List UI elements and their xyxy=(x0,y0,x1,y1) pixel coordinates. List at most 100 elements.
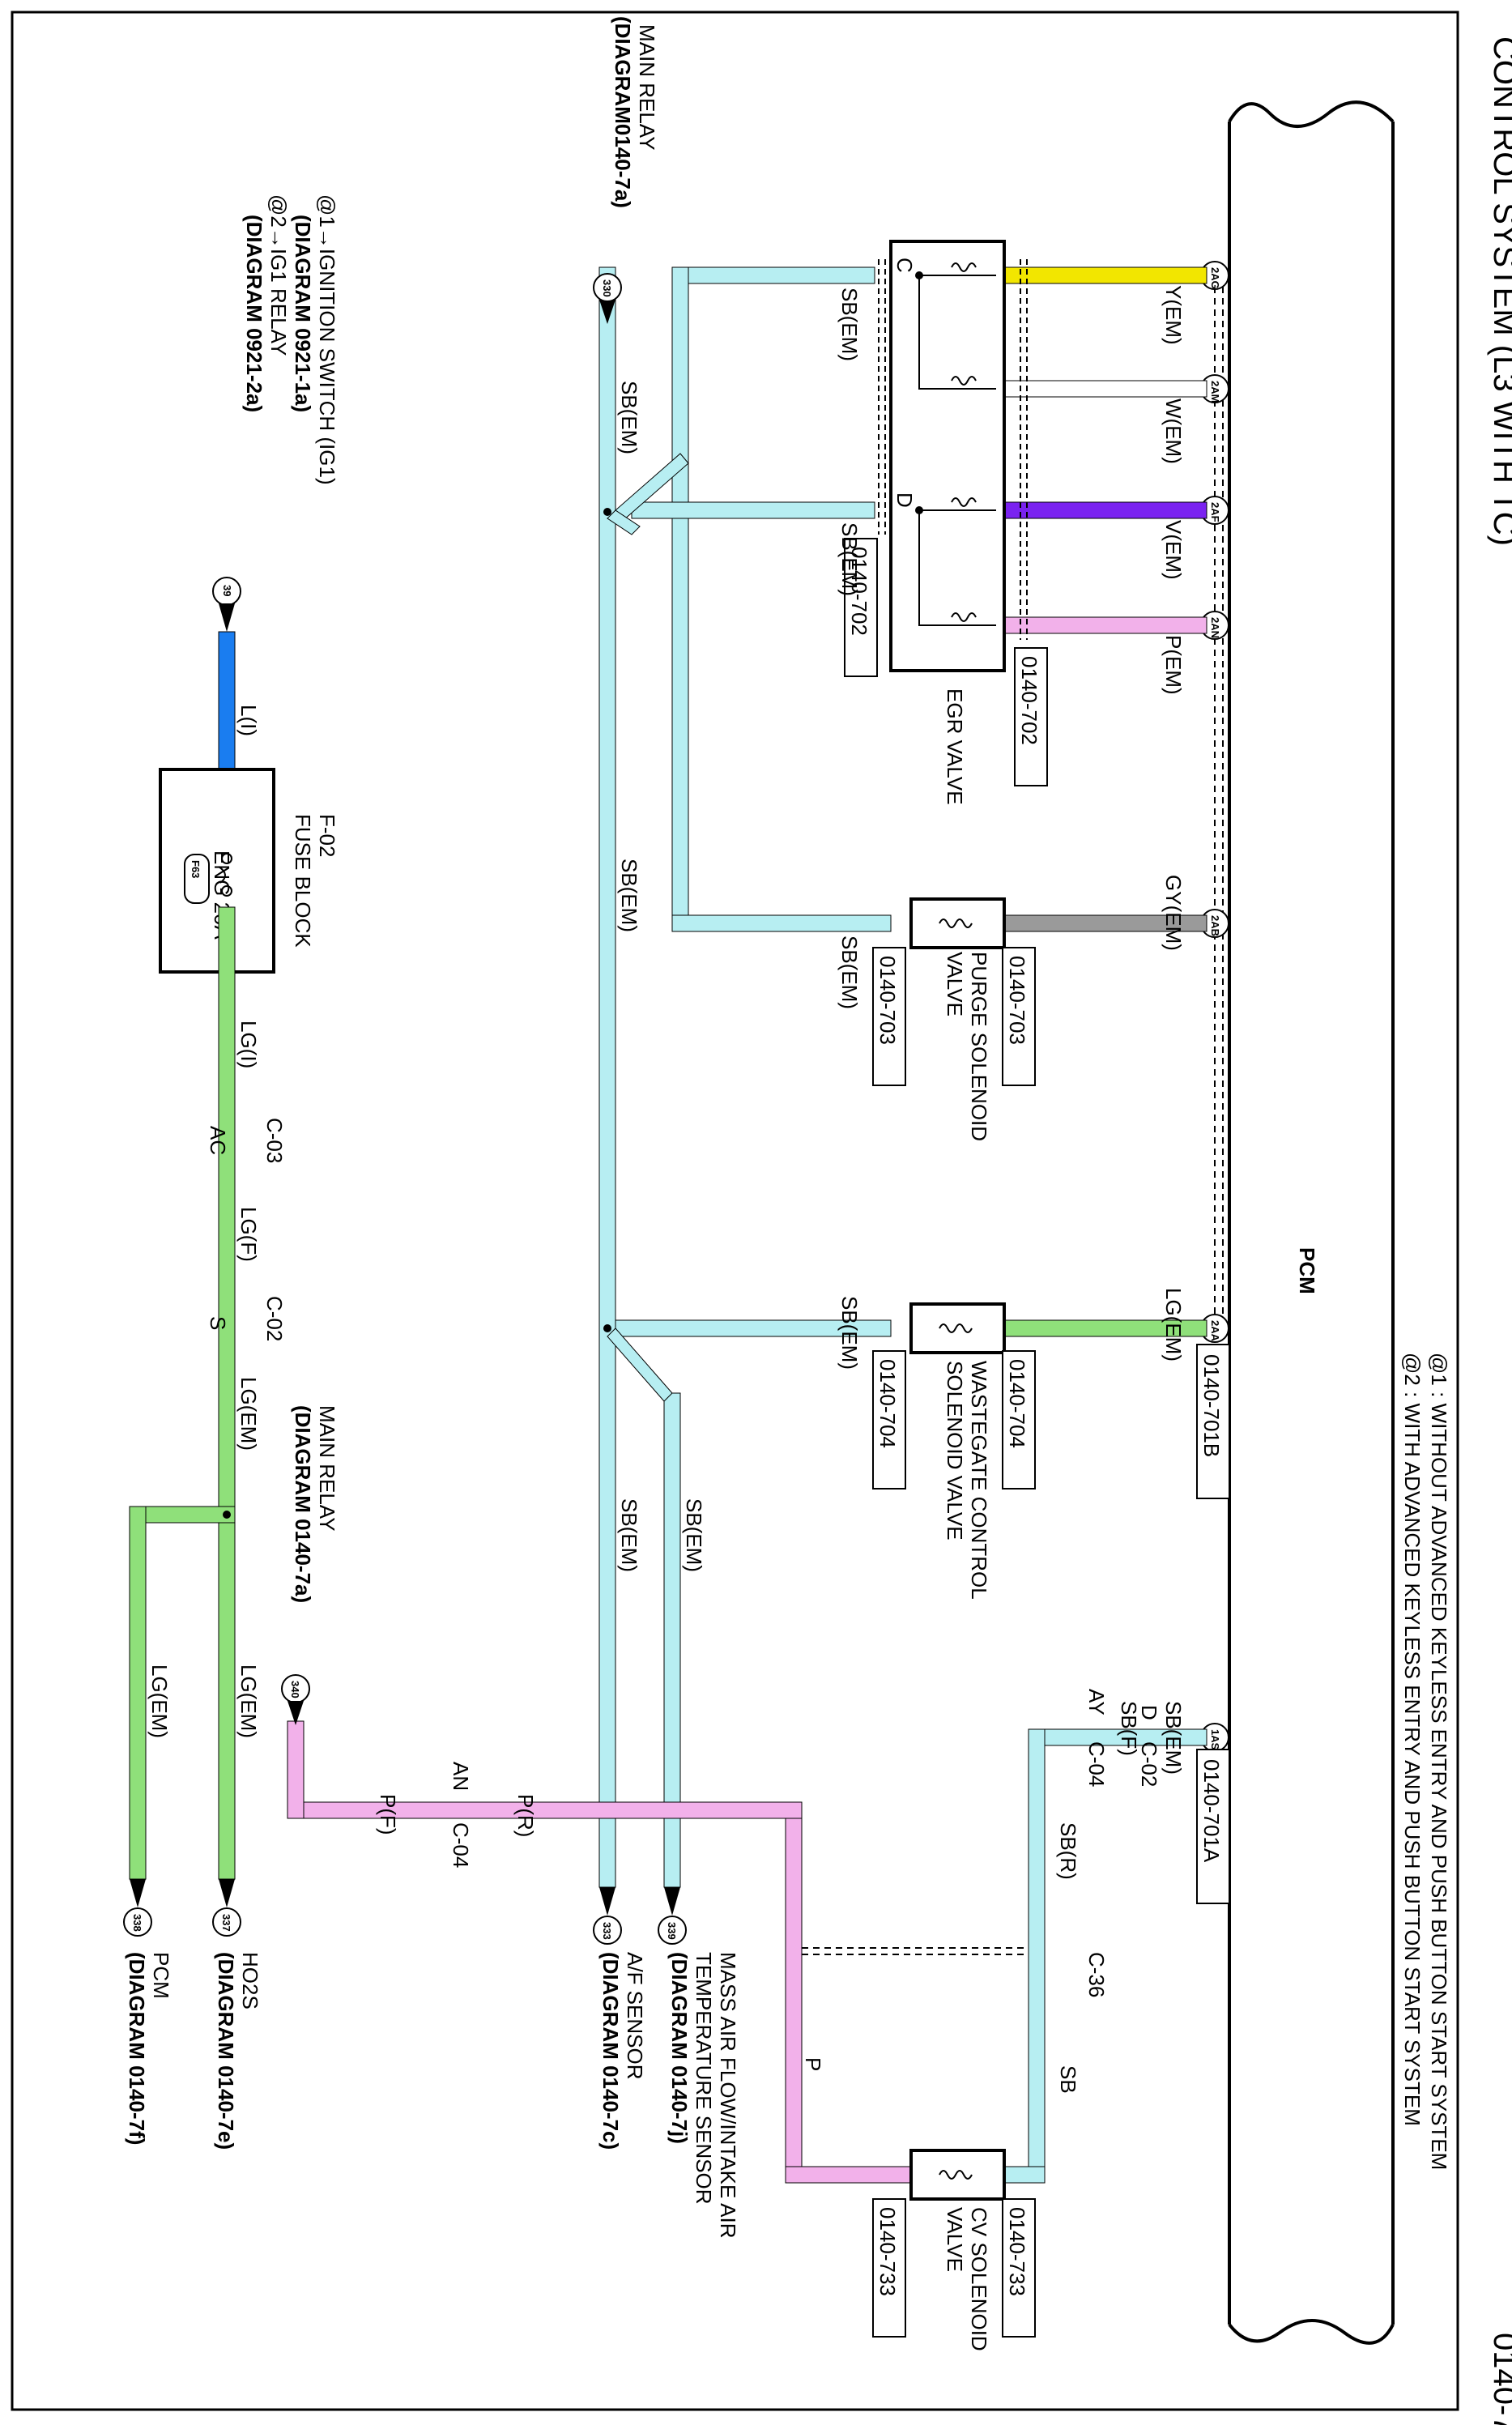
svg-text:@2→IG1 RELAY: @2→IG1 RELAY xyxy=(266,194,291,356)
ref-338: 338 PCM (DIAGRAM 0140-7f) xyxy=(123,1879,173,2145)
svg-text:GY(EM): GY(EM) xyxy=(1161,875,1186,951)
svg-text:SOLENOID VALVE: SOLENOID VALVE xyxy=(943,1361,967,1541)
svg-text:340: 340 xyxy=(289,1681,301,1698)
conn-c36-label: C-36 xyxy=(1084,1952,1109,1997)
cv-solenoid: CV SOLENOID VALVE xyxy=(909,2149,1006,2351)
ref-333: 333 A/F SENSOR (DIAGRAM 0140-7c) xyxy=(593,1887,647,2150)
conn-ay-label: AY xyxy=(1084,1689,1109,1715)
wire-w-em: W(EM) xyxy=(999,380,1207,464)
page-title: CONTROL SYSTEM (L3 WITH TC) xyxy=(1487,36,1512,546)
svg-text:(DIAGRAM 0140-7c): (DIAGRAM 0140-7c) xyxy=(598,1952,623,2150)
svg-text:337: 337 xyxy=(220,1914,232,1932)
svg-text:2AN: 2AN xyxy=(1209,617,1221,638)
sb-r-label: SB(R) xyxy=(1056,1822,1080,1880)
egr-code-top: 0140-702 xyxy=(1014,647,1048,786)
svg-text:CV SOLENOID: CV SOLENOID xyxy=(967,2207,991,2351)
svg-text:TEMPERATURE SENSOR: TEMPERATURE SENSOR xyxy=(692,1952,716,2205)
svg-text:W(EM): W(EM) xyxy=(1161,398,1186,464)
cv-code-bottom: 0140-733 xyxy=(872,2198,906,2338)
svg-text:0140-702: 0140-702 xyxy=(847,547,871,636)
sb-em-label-3: SB(EM) xyxy=(837,935,862,1009)
conn-c02-label-b: C-02 xyxy=(262,1296,287,1341)
wire-v-em: V(EM) xyxy=(999,501,1207,580)
pcm-unit: PCM xyxy=(1228,100,1395,2345)
svg-text:1AS: 1AS xyxy=(1209,1729,1221,1750)
svg-text:FUSE BLOCK: FUSE BLOCK xyxy=(291,814,315,948)
p-f-label: P(F) xyxy=(376,1794,400,1835)
svg-text:0140-703: 0140-703 xyxy=(875,956,900,1045)
svg-text:(DIAGRAM 0140-7f): (DIAGRAM 0140-7f) xyxy=(125,1952,149,2145)
svg-text:330: 330 xyxy=(601,279,613,297)
purge-code-top: 0140-703 xyxy=(1002,947,1036,1086)
conn-c03-label: C-03 xyxy=(262,1118,287,1163)
conn-s-label: S xyxy=(206,1316,230,1330)
cv-code-top: 0140-733 xyxy=(1002,2198,1036,2338)
svg-text:2AG: 2AG xyxy=(1209,267,1221,289)
svg-text:(DIAGRAM0140-7a): (DIAGRAM0140-7a) xyxy=(611,16,635,208)
conn-c04-label-a: C-04 xyxy=(1084,1741,1109,1787)
svg-text:MASS AIR FLOW/INTAKE AIR: MASS AIR FLOW/INTAKE AIR xyxy=(716,1952,740,2238)
svg-text:F63: F63 xyxy=(190,860,202,878)
svg-text:0140-704: 0140-704 xyxy=(875,1359,900,1448)
svg-text:339: 339 xyxy=(666,1922,678,1940)
svg-text:VALVE: VALVE xyxy=(943,952,967,1016)
ref-330: 330 MAIN RELAY (DIAGRAM0140-7a) xyxy=(593,16,659,324)
conn-c04-label-b: C-04 xyxy=(449,1822,473,1868)
p-label: P xyxy=(801,2057,825,2071)
svg-text:LG(EM): LG(EM) xyxy=(1161,1288,1186,1362)
wire-gy-em: GY(EM) xyxy=(1003,875,1207,951)
lg-f-label: LG(F) xyxy=(236,1207,261,1262)
svg-text:L(I): L(I) xyxy=(236,705,261,736)
wire-y-em: Y(EM) xyxy=(999,266,1207,345)
svg-text:2AA: 2AA xyxy=(1209,1320,1221,1342)
svg-text:2AB: 2AB xyxy=(1209,915,1221,936)
conn-ac-label: AC xyxy=(206,1126,230,1155)
ref-340: 340 MAIN RELAY (DIAGRAM 0140-7a) xyxy=(281,1405,339,1725)
svg-text:2AM: 2AM xyxy=(1209,381,1221,403)
svg-text:(DIAGRAM 0921-2a): (DIAGRAM 0921-2a) xyxy=(242,215,266,412)
lg-em-label-3: LG(EM) xyxy=(147,1664,172,1738)
svg-text:V(EM): V(EM) xyxy=(1161,520,1186,580)
svg-text:PURGE SOLENOID: PURGE SOLENOID xyxy=(967,952,991,1141)
svg-text:(DIAGRAM 0921-1a): (DIAGRAM 0921-1a) xyxy=(291,215,315,412)
svg-text:VALVE: VALVE xyxy=(943,2207,967,2272)
conn-d-label: D xyxy=(1137,1705,1161,1720)
note-1: @1 : WITHOUT ADVANCED KEYLESS ENTRY AND … xyxy=(1427,1353,1451,2170)
egr-code-bottom: 0140-702 xyxy=(844,538,878,677)
wastegate-solenoid: WASTEGATE CONTROL SOLENOID VALVE xyxy=(909,1302,1006,1600)
egr-valve-label: EGR VALVE xyxy=(943,688,967,805)
wire-p-cv xyxy=(287,1720,912,2184)
ref-339: 339 MASS AIR FLOW/INTAKE AIR TEMPERATURE… xyxy=(658,1887,740,2238)
wastegate-code-bottom: 0140-704 xyxy=(872,1350,906,1490)
svg-text:MAIN RELAY: MAIN RELAY xyxy=(315,1405,339,1532)
pin-2an: 2AN xyxy=(1200,611,1229,640)
svg-text:WASTEGATE CONTROL: WASTEGATE CONTROL xyxy=(967,1361,991,1600)
egr-valve: EGR VALVE xyxy=(889,240,1006,805)
egr-pin-d: D xyxy=(892,492,917,508)
svg-text:0140-701B: 0140-701B xyxy=(1199,1354,1224,1457)
sb-em-label-1: SB(EM) xyxy=(837,288,862,361)
purge-solenoid: PURGE SOLENOID VALVE xyxy=(909,897,1006,1141)
page-frame xyxy=(11,11,1459,2411)
svg-text:Y(EM): Y(EM) xyxy=(1161,285,1186,345)
svg-text:0140-702: 0140-702 xyxy=(1017,656,1041,745)
sb-label: SB xyxy=(1056,2065,1080,2094)
wire-lg-em-wastegate: LG(EM) xyxy=(1003,1288,1207,1362)
sb-f-label: SB(F) xyxy=(1117,1701,1141,1756)
svg-text:(DIAGRAM 0140-7j): (DIAGRAM 0140-7j) xyxy=(667,1952,692,2144)
pcm-label: PCM xyxy=(1295,1247,1319,1294)
svg-text:MAIN RELAY: MAIN RELAY xyxy=(635,24,659,151)
note-2: @2 : WITH ADVANCED KEYLESS ENTRY AND PUS… xyxy=(1400,1353,1425,2126)
pcm-shield-lines xyxy=(1214,275,1224,1328)
svg-text:0140-704: 0140-704 xyxy=(1005,1359,1029,1448)
sb-em-1as: SB(EM) xyxy=(1161,1701,1186,1775)
sb-em-label-8: SB(EM) xyxy=(682,1498,706,1572)
lg-em-label-2: LG(EM) xyxy=(236,1664,261,1738)
sb-em-label-4: SB(EM) xyxy=(837,1296,862,1370)
sb-network xyxy=(598,266,892,1888)
svg-text:0140-733: 0140-733 xyxy=(875,2207,900,2296)
svg-text:338: 338 xyxy=(131,1914,143,1932)
purge-code-bottom: 0140-703 xyxy=(872,947,906,1086)
svg-text:A/F SENSOR: A/F SENSOR xyxy=(623,1952,647,2079)
